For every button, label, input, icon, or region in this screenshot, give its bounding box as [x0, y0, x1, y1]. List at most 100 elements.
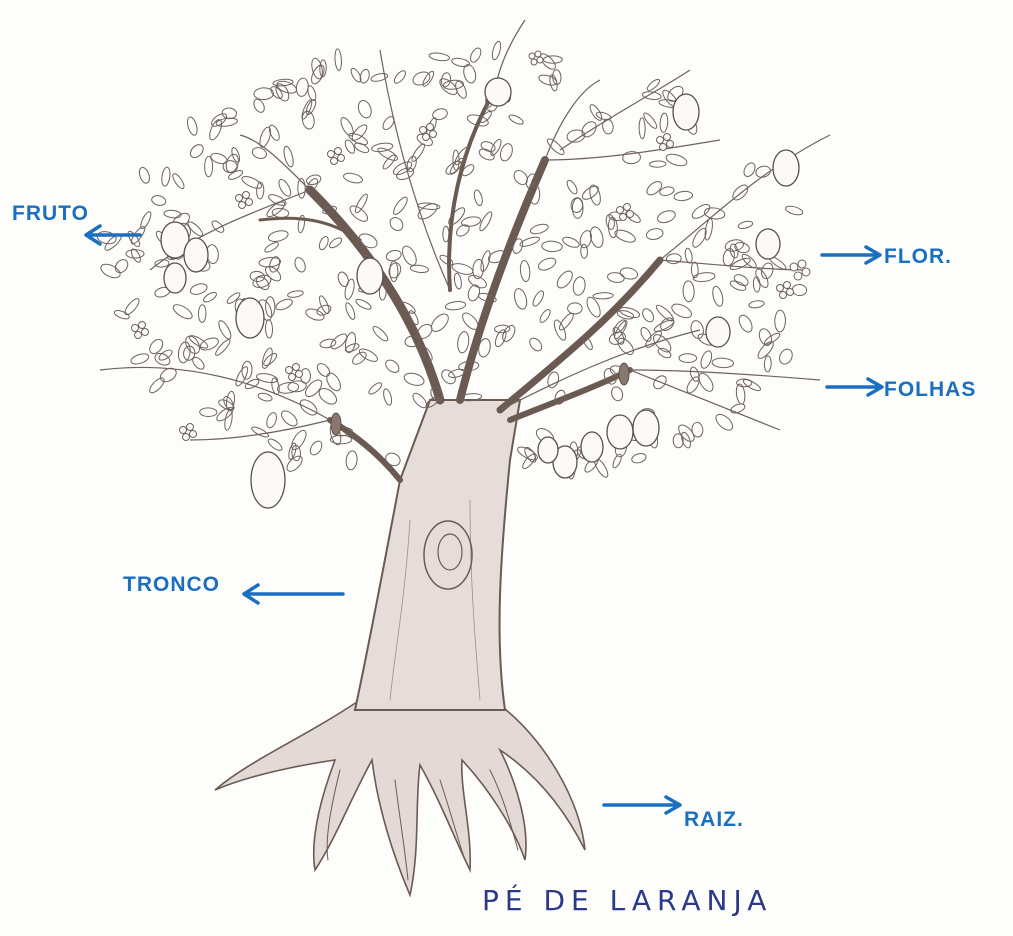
leaf: [642, 91, 662, 101]
leaf: [202, 291, 218, 304]
leaf: [491, 41, 503, 61]
leaf: [198, 305, 206, 323]
fruit: [607, 415, 633, 449]
leaf: [130, 352, 150, 366]
leaf: [164, 210, 182, 219]
flower: [286, 364, 303, 381]
flower: [180, 424, 197, 441]
leaf: [295, 77, 309, 97]
leaf: [639, 326, 653, 343]
leaf: [355, 297, 373, 311]
leaf: [712, 358, 734, 369]
leaf: [605, 214, 615, 230]
leaf: [338, 116, 355, 138]
leaf: [344, 302, 357, 321]
fruit: [756, 229, 780, 259]
leaf: [656, 208, 677, 224]
leaf: [319, 338, 336, 349]
fruit: [581, 432, 603, 462]
leaf: [186, 116, 199, 136]
leaf: [210, 219, 226, 234]
leaf: [216, 319, 233, 341]
limb: [460, 160, 545, 400]
leaf: [343, 278, 355, 300]
arrow-flower-icon: [822, 247, 880, 263]
label-root: RAIZ.: [684, 808, 744, 831]
leaf: [137, 166, 151, 184]
fruit: [485, 78, 511, 106]
leaf: [777, 347, 795, 366]
leaf: [284, 453, 305, 474]
leaf: [602, 119, 614, 135]
leaf: [588, 225, 605, 248]
leaf: [267, 229, 289, 243]
arrow-trunk-icon: [244, 585, 343, 603]
leaf: [792, 284, 807, 296]
leaf: [376, 146, 399, 163]
leaf: [188, 142, 206, 160]
leaf: [446, 205, 467, 227]
fruit: [251, 452, 285, 508]
leaf: [345, 450, 358, 470]
leaf: [508, 113, 525, 126]
leaf: [689, 319, 705, 340]
leaf: [388, 215, 406, 233]
leaf: [359, 68, 371, 84]
leaf: [189, 282, 208, 296]
leaf: [453, 80, 468, 100]
trunk-body: [355, 400, 520, 710]
leaf: [742, 161, 758, 178]
fruit: [357, 258, 383, 294]
leaf: [403, 371, 426, 387]
leaf: [748, 300, 764, 309]
leaf: [298, 397, 320, 418]
leaf: [646, 78, 662, 93]
leaf: [279, 408, 300, 428]
leaf: [519, 260, 530, 282]
leaf: [347, 203, 370, 224]
flower: [617, 204, 634, 221]
leaf: [453, 273, 462, 290]
leaf: [274, 297, 294, 312]
leaf: [240, 174, 263, 191]
leaf: [367, 381, 383, 396]
leaf: [659, 113, 668, 133]
leaf: [451, 262, 474, 277]
fruit: [673, 94, 699, 130]
leaf: [565, 179, 579, 196]
fruit: [633, 410, 659, 446]
leaf: [400, 244, 419, 268]
leaf: [151, 194, 167, 206]
leaf: [147, 376, 166, 395]
leaf: [544, 56, 563, 63]
twig: [660, 135, 830, 260]
leaf: [742, 378, 762, 393]
flower: [777, 282, 794, 299]
label-leaves-group: FOLHAS: [827, 378, 976, 401]
leaf: [615, 336, 636, 358]
leaf: [445, 300, 466, 310]
leaf: [254, 88, 274, 100]
leaf: [527, 336, 544, 353]
leaf: [357, 347, 379, 364]
leaf: [467, 273, 489, 290]
leaf: [737, 313, 755, 334]
leaf: [494, 325, 510, 333]
leaf: [480, 140, 497, 154]
fruit: [706, 317, 730, 347]
leaf: [324, 371, 343, 393]
leaf: [566, 129, 585, 144]
leaf: [690, 202, 712, 221]
flower: [529, 51, 543, 65]
leaf: [572, 198, 583, 218]
leaf: [649, 161, 666, 168]
leaf: [437, 76, 460, 97]
leaf: [616, 309, 634, 320]
leaf: [529, 222, 549, 235]
leaf: [711, 285, 725, 307]
leaf: [126, 250, 144, 258]
leaf: [99, 261, 123, 280]
fruit: [236, 298, 264, 338]
leaf: [353, 193, 369, 215]
leaf: [456, 331, 470, 354]
